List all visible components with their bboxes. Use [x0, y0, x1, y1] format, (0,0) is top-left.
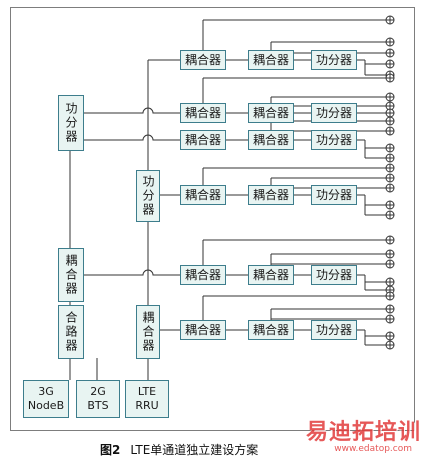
branch1-coupler-b: 耦合器	[248, 50, 294, 70]
source-2g-line2: BTS	[87, 399, 109, 412]
branch2-coupler-b: 耦合器	[248, 103, 294, 123]
source-3g-line2: NodeB	[27, 399, 65, 412]
branch6-splitter: 功分器	[311, 320, 357, 340]
branch5-coupler-b: 耦合器	[248, 265, 294, 285]
source-lte-line2: RRU	[135, 399, 159, 412]
middle-power-splitter: 功分器	[136, 170, 160, 222]
source-3g-nodeb: 3G NodeB	[23, 380, 69, 418]
diagram-frame	[10, 7, 415, 431]
source-3g-line1: 3G	[38, 385, 54, 398]
branch5-coupler-a: 耦合器	[180, 265, 226, 285]
branch6-coupler-a: 耦合器	[180, 320, 226, 340]
watermark-url: www.edatop.com	[334, 444, 412, 454]
figure-title: LTE单通道独立建设方案	[130, 443, 259, 457]
branch1-coupler-a: 耦合器	[180, 50, 226, 70]
branch3-splitter: 功分器	[311, 130, 357, 150]
source-lte-line1: LTE	[137, 385, 157, 398]
branch2-splitter: 功分器	[311, 103, 357, 123]
branch5-splitter: 功分器	[311, 265, 357, 285]
branch2-coupler-a: 耦合器	[180, 103, 226, 123]
left-power-splitter: 功分器	[58, 95, 84, 151]
branch4-splitter: 功分器	[311, 185, 357, 205]
branch6-coupler-b: 耦合器	[248, 320, 294, 340]
source-2g-bts: 2G BTS	[76, 380, 120, 418]
figure-label: 图2	[100, 443, 121, 457]
source-lte-rru: LTE RRU	[125, 380, 169, 418]
branch4-coupler-b: 耦合器	[248, 185, 294, 205]
left-coupler: 耦合器	[58, 248, 84, 302]
figure-caption: 图2 LTE单通道独立建设方案	[100, 441, 258, 458]
middle-coupler: 耦合器	[136, 305, 160, 359]
branch3-coupler-b: 耦合器	[248, 130, 294, 150]
watermark-text: 易迪拓培训	[306, 420, 422, 445]
watermark-logo: 易迪拓培训 www.edatop.com	[306, 412, 420, 460]
branch1-splitter: 功分器	[311, 50, 357, 70]
branch4-coupler-a: 耦合器	[180, 185, 226, 205]
combiner: 合路器	[58, 305, 84, 359]
source-2g-line1: 2G	[90, 385, 106, 398]
branch3-coupler-a: 耦合器	[180, 130, 226, 150]
